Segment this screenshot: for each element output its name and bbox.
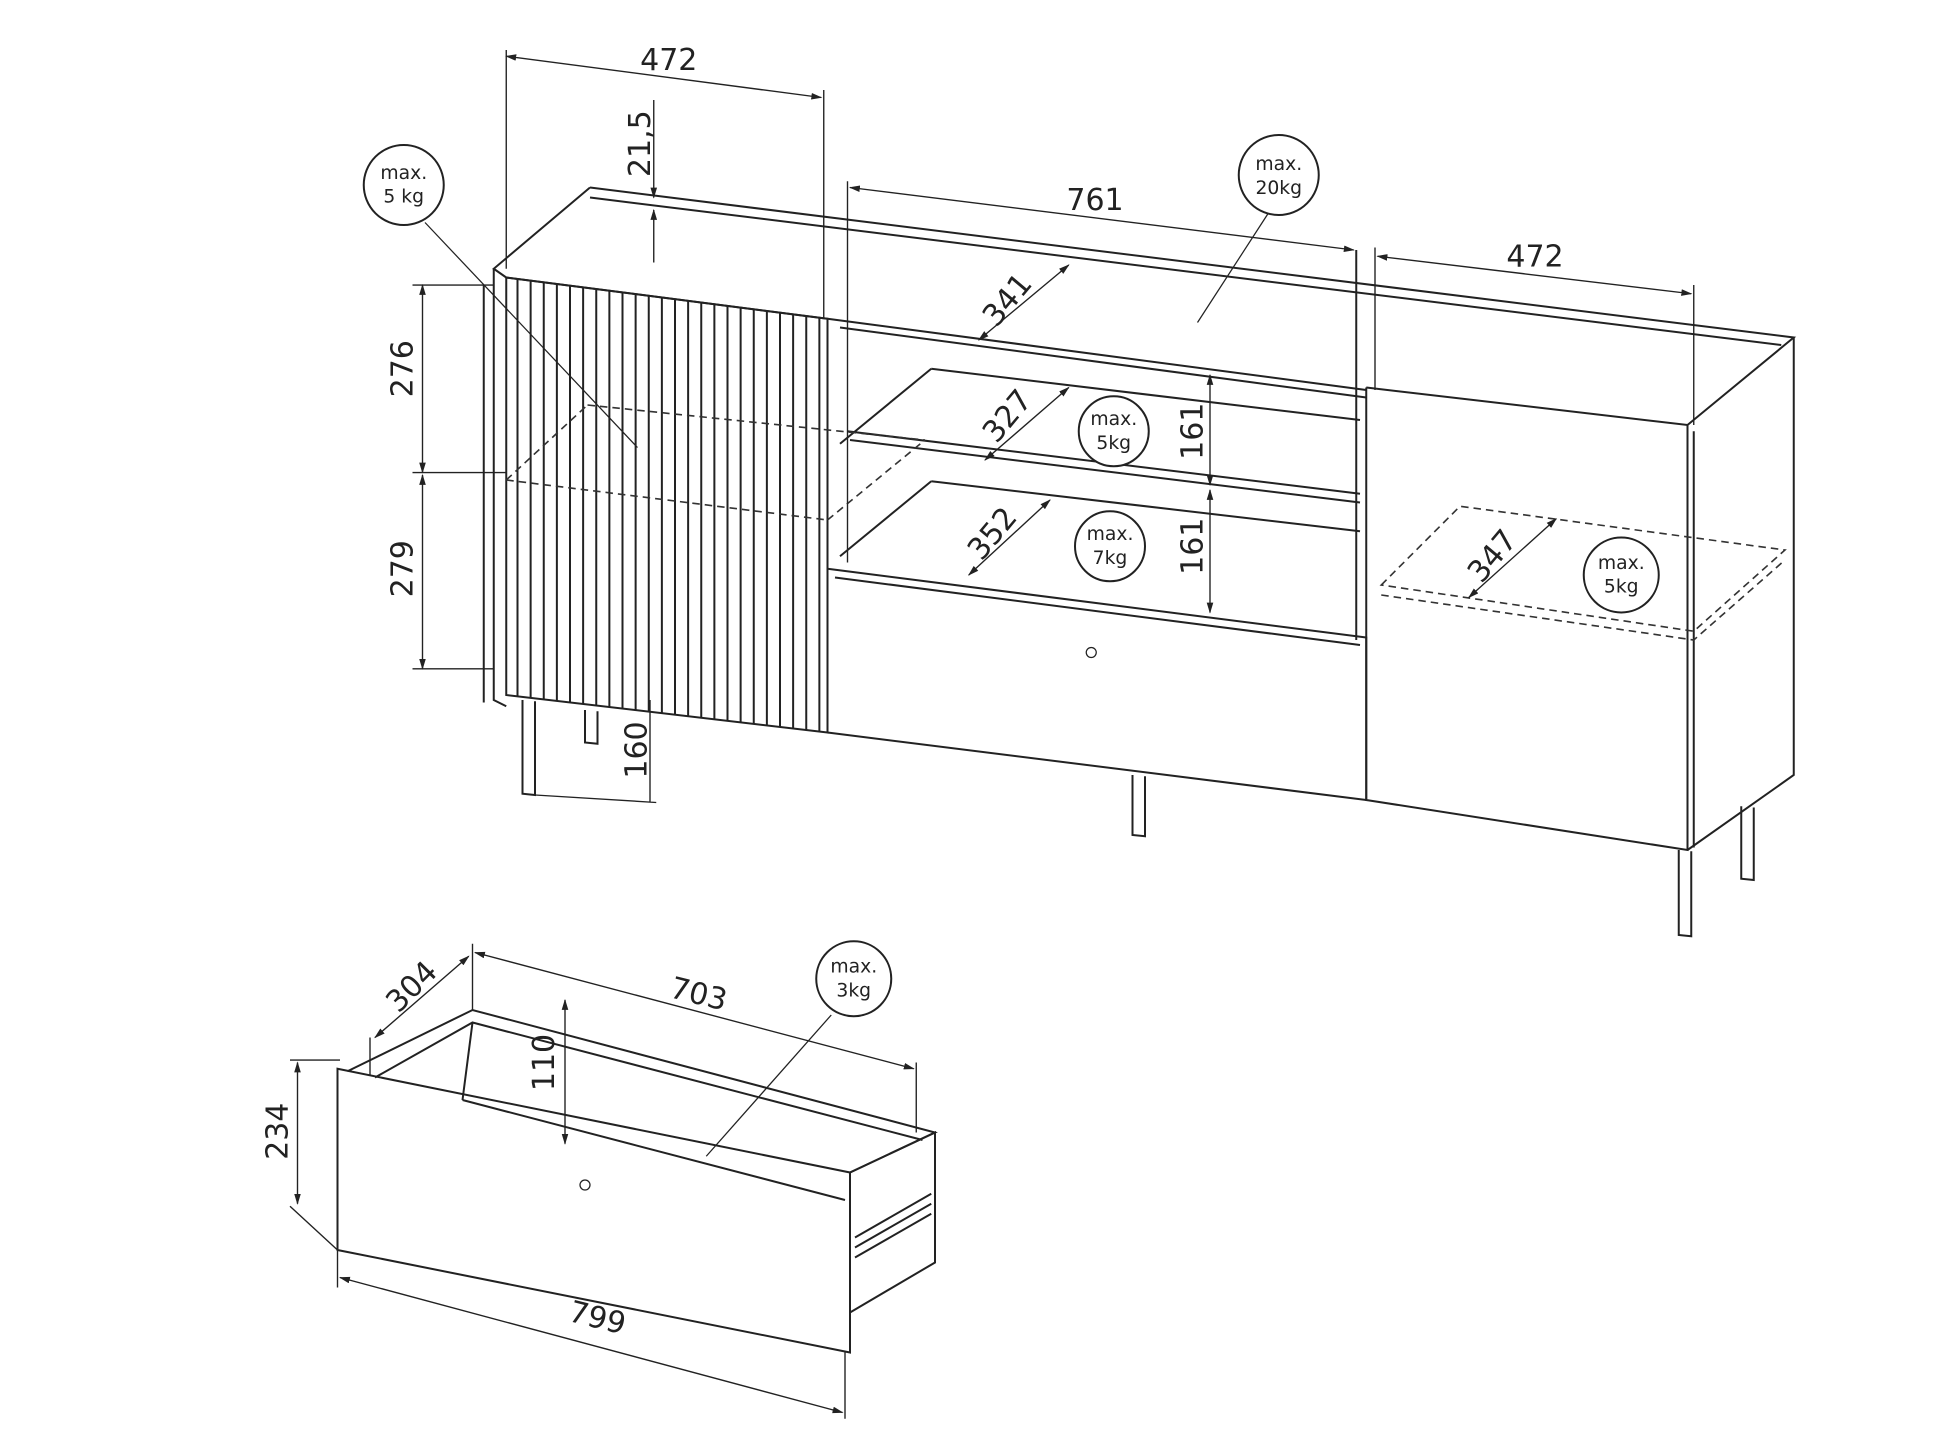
- dim-upper-height: 276: [386, 340, 421, 397]
- dim-right-width: 472: [1506, 239, 1563, 274]
- load-label-5kg-right: max. 5kg: [1582, 536, 1660, 614]
- svg-text:5 kg: 5 kg: [383, 187, 424, 208]
- dim-drawer-inner-width: 703: [667, 971, 731, 1019]
- load-label-7kg: max. 7kg: [1074, 510, 1146, 583]
- dim-shelf2-height: 161: [1176, 518, 1211, 575]
- dim-middle-width: 761: [1066, 183, 1123, 218]
- dim-top-thickness: 21,5: [623, 110, 658, 177]
- svg-text:max.: max.: [1255, 154, 1302, 175]
- dim-top-depth: 341: [976, 267, 1040, 333]
- svg-text:20kg: 20kg: [1255, 178, 1302, 199]
- sideboard: [482, 186, 1797, 938]
- sideboard-dimension-labels: 472 21,5 761 472 276 279 160 341 327 352…: [386, 43, 1564, 779]
- dim-lower-height: 279: [386, 540, 421, 597]
- dim-drawer-front-height: 234: [261, 1103, 296, 1160]
- drawer: 304 703 110 234 799: [261, 943, 938, 1419]
- svg-text:5kg: 5kg: [1604, 577, 1639, 598]
- svg-text:max.: max.: [830, 957, 877, 978]
- dim-drawer-depth: 304: [379, 954, 444, 1019]
- load-label-20kg: max. 20kg: [1237, 134, 1320, 216]
- sideboard-dimension-lines: [412, 50, 1695, 804]
- svg-text:max.: max.: [1087, 524, 1134, 545]
- dim-right-shelf-depth: 347: [1461, 523, 1525, 589]
- dim-drawer-inner-height: 110: [527, 1034, 562, 1091]
- dim-shelf1-height: 161: [1176, 403, 1211, 460]
- middle-drawer: [827, 567, 1368, 802]
- svg-text:7kg: 7kg: [1093, 548, 1128, 569]
- drawer-knob-icon: [579, 1179, 591, 1191]
- svg-text:max.: max.: [380, 163, 427, 184]
- load-label-3kg: max. 3kg: [815, 940, 893, 1018]
- legs: [521, 700, 1755, 938]
- load-leaders: [424, 212, 1270, 1157]
- svg-text:max.: max.: [1598, 553, 1645, 574]
- fluted-door: [505, 276, 829, 734]
- load-label-5kg-left: max. 5 kg: [362, 144, 445, 226]
- dim-shelf1-depth: 327: [976, 383, 1040, 449]
- svg-text:5kg: 5kg: [1096, 433, 1131, 454]
- dim-shelf2-depth: 352: [961, 501, 1025, 567]
- load-label-5kg-shelf: max. 5kg: [1077, 395, 1150, 468]
- dim-leg-height: 160: [619, 721, 654, 778]
- svg-text:3kg: 3kg: [836, 980, 871, 1001]
- drawer-front: [336, 1067, 851, 1354]
- dim-drawer-front-width: 799: [565, 1294, 629, 1342]
- dim-left-width: 472: [640, 43, 697, 78]
- top-panel: [589, 186, 1797, 427]
- svg-text:max.: max.: [1090, 409, 1137, 430]
- drawer-knob-icon: [1085, 646, 1097, 659]
